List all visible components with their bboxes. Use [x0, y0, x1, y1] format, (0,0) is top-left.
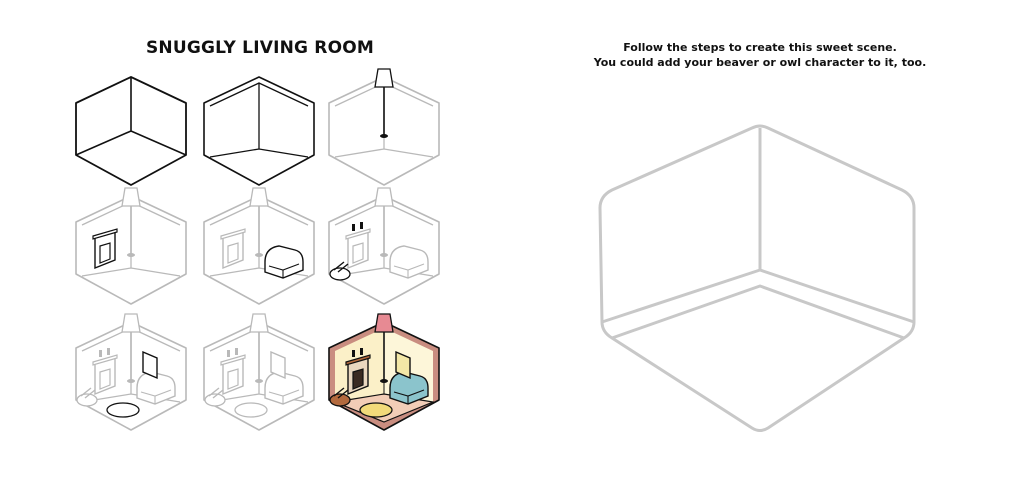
floor-lamp — [121, 313, 141, 383]
candle — [360, 348, 363, 355]
armchair — [389, 371, 429, 405]
candle — [227, 350, 230, 357]
instruction-line-1: Follow the steps to create this sweet sc… — [623, 41, 897, 54]
log-basket — [76, 387, 98, 407]
instruction-line-2: You could add your beaver or owl charact… — [593, 56, 927, 69]
instructions: Follow the steps to create this sweet sc… — [560, 40, 960, 70]
floor-lamp — [121, 187, 141, 257]
wall-mirror — [270, 350, 286, 380]
log-basket — [329, 387, 351, 407]
candle — [99, 350, 102, 357]
log-basket — [204, 387, 226, 407]
fireplace — [92, 228, 118, 270]
floor-lamp — [249, 313, 269, 383]
rug — [359, 402, 393, 418]
fireplace — [220, 228, 246, 270]
armchair — [264, 245, 304, 279]
step-7 — [75, 313, 187, 431]
page-title: SNUGGLY LIVING ROOM — [145, 38, 375, 58]
wall-mirror — [142, 350, 158, 380]
fireplace — [345, 228, 371, 270]
step-4 — [75, 187, 187, 305]
floor-lamp — [374, 313, 394, 383]
armchair — [264, 371, 304, 405]
step-8 — [203, 313, 315, 431]
fireplace — [345, 354, 371, 396]
candle — [360, 222, 363, 229]
step-1 — [75, 76, 187, 186]
floor-lamp — [374, 68, 394, 138]
rug — [234, 402, 268, 418]
candle — [107, 348, 110, 355]
steps-grid — [75, 68, 440, 431]
fireplace — [92, 354, 118, 396]
log-basket — [329, 261, 351, 281]
step-3 — [328, 68, 440, 186]
step-2 — [203, 76, 315, 186]
floor-lamp — [374, 187, 394, 257]
rug — [106, 402, 140, 418]
fireplace — [220, 354, 246, 396]
candle — [235, 348, 238, 355]
wall-mirror — [395, 350, 411, 380]
armchair — [389, 245, 429, 279]
candle — [352, 350, 355, 357]
floor-lamp — [249, 187, 269, 257]
candle — [352, 224, 355, 231]
step-9 — [328, 313, 440, 431]
step-5 — [203, 187, 315, 305]
practice-room-outline — [598, 124, 916, 432]
step-6 — [328, 187, 440, 305]
armchair — [136, 371, 176, 405]
